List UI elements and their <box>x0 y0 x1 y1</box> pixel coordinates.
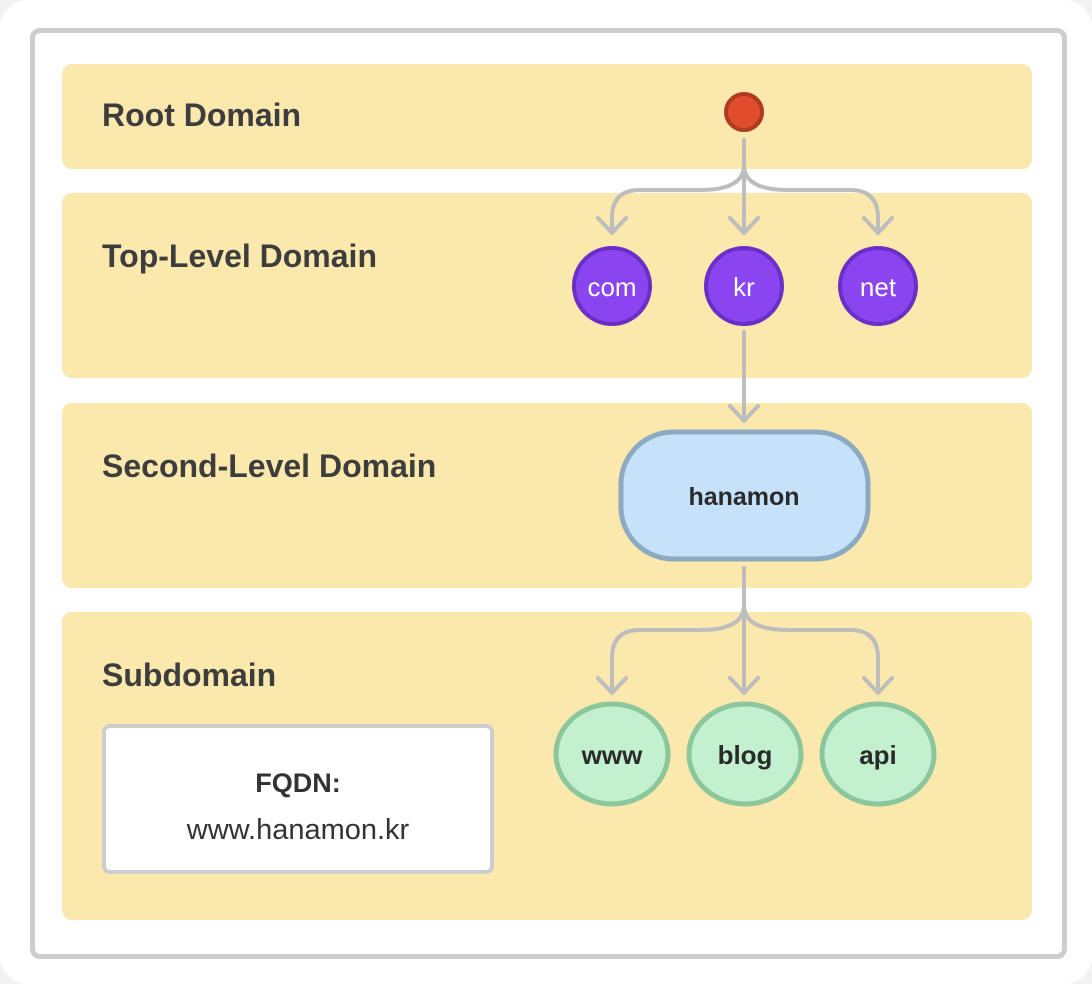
connector-root-to-com <box>610 163 746 234</box>
fqdn-value: www.hanamon.kr <box>186 814 410 846</box>
connector-lines <box>596 138 894 695</box>
tld-node-com: com <box>572 246 652 326</box>
tld-node-com-label: com <box>587 272 636 302</box>
second-level-domain-label: Second-Level Domain <box>102 448 437 484</box>
arrowhead-kr <box>728 216 760 235</box>
tld-node-net: net <box>838 246 918 326</box>
root-node <box>724 92 764 132</box>
subdomain-label: Subdomain <box>102 657 277 693</box>
arrowhead-blog <box>728 676 760 695</box>
arrowhead-api <box>862 676 894 695</box>
tld-node-kr: kr <box>704 246 784 326</box>
sub-node-api-label: api <box>859 740 897 770</box>
connector-root-to-net <box>742 163 880 234</box>
sub-node-api: api <box>819 701 937 807</box>
root-domain-band: Root Domain <box>62 64 1032 169</box>
sub-node-www: www <box>553 701 671 807</box>
fqdn-title: FQDN: <box>255 768 341 798</box>
sub-node-blog-label: blog <box>718 740 773 770</box>
arrowhead-hanamon <box>728 404 760 423</box>
top-level-domain-label: Top-Level Domain <box>102 238 377 274</box>
connector-hanamon-to-www <box>610 603 746 694</box>
fqdn-box: FQDN: www.hanamon.kr <box>102 724 494 874</box>
sub-node-blog: blog <box>686 701 804 807</box>
arrowhead-com <box>596 216 628 235</box>
sub-node-www-label: www <box>581 740 643 770</box>
connector-hanamon-to-api <box>742 603 880 694</box>
tld-node-kr-label: kr <box>733 272 755 302</box>
sld-node-hanamon: hanamon <box>618 429 871 562</box>
tld-node-net-label: net <box>860 272 897 302</box>
arrowhead-net <box>862 216 894 235</box>
root-domain-label: Root Domain <box>102 97 302 133</box>
arrowhead-www <box>596 676 628 695</box>
sld-node-label: hanamon <box>688 483 799 511</box>
